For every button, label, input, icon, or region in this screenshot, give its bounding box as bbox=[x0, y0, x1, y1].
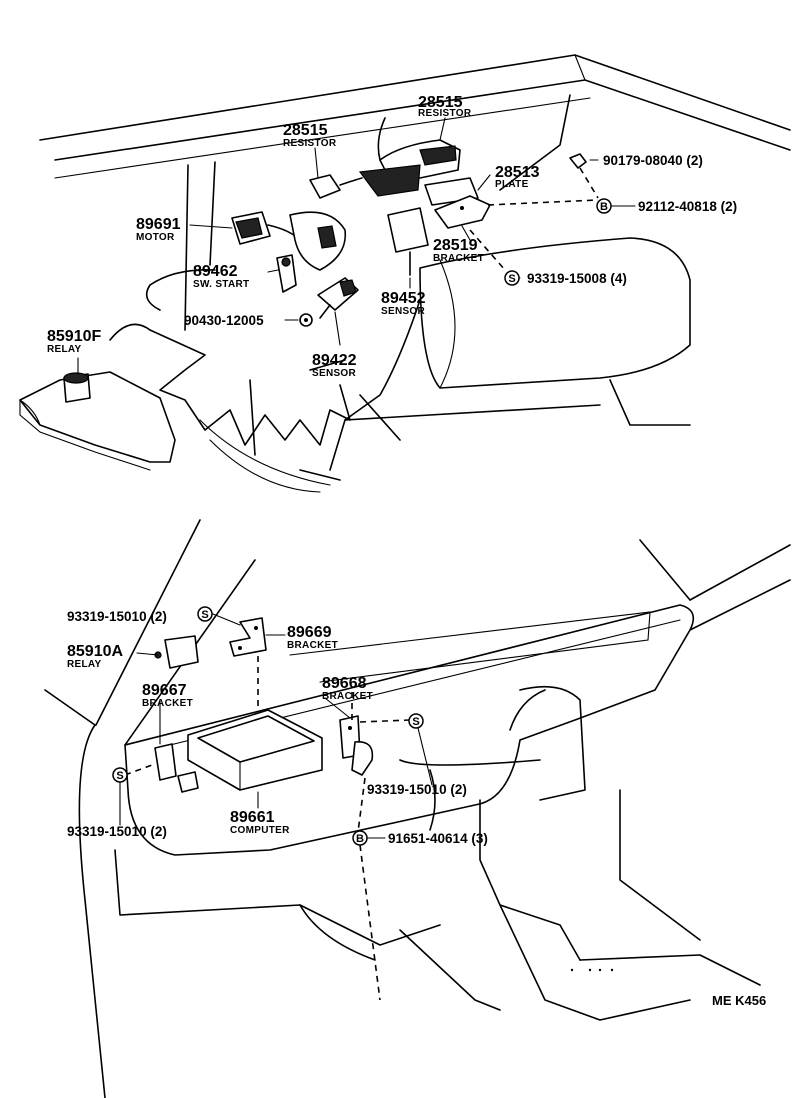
relay-85910a-part bbox=[155, 636, 198, 668]
svg-text:89462: 89462 bbox=[193, 263, 238, 280]
label-plate: 28513 PLATE bbox=[495, 164, 540, 190]
svg-text:S: S bbox=[508, 273, 515, 285]
svg-text:93319-15010 (2): 93319-15010 (2) bbox=[367, 782, 467, 797]
svg-text:89669: 89669 bbox=[287, 624, 332, 641]
label-sensor-89452: 89452 SENSOR bbox=[381, 290, 426, 317]
label-90430: 90430-12005 bbox=[184, 313, 264, 328]
motor-part bbox=[232, 212, 345, 270]
svg-text:S: S bbox=[116, 770, 123, 782]
label-motor: 89691 MOTOR bbox=[136, 216, 181, 243]
engine-compartment-outline bbox=[20, 55, 790, 492]
svg-text:PLATE: PLATE bbox=[495, 179, 529, 190]
label-bracket-89667: 89667 BRACKET bbox=[142, 682, 193, 709]
bottom-leader-lines bbox=[120, 614, 432, 1000]
decorative-dots bbox=[570, 968, 614, 972]
svg-text:89661: 89661 bbox=[230, 809, 275, 826]
svg-text:89452: 89452 bbox=[381, 290, 426, 307]
svg-text:93319-15010 (2): 93319-15010 (2) bbox=[67, 609, 167, 624]
dashboard-outline bbox=[45, 520, 790, 1098]
svg-text:28515: 28515 bbox=[283, 122, 328, 139]
svg-text:B: B bbox=[600, 201, 608, 213]
svg-text:93319-15008 (4): 93319-15008 (4) bbox=[527, 271, 627, 286]
svg-text:90179-08040 (2): 90179-08040 (2) bbox=[603, 153, 703, 168]
svg-text:SW. START: SW. START bbox=[193, 279, 249, 290]
svg-text:89422: 89422 bbox=[312, 352, 357, 369]
svg-text:91651-40614 (3): 91651-40614 (3) bbox=[388, 831, 488, 846]
svg-text:28519: 28519 bbox=[433, 237, 478, 254]
resistor-left-part bbox=[310, 165, 420, 198]
relay-85910f-part bbox=[64, 373, 90, 402]
sensor-89452-part bbox=[388, 208, 428, 275]
svg-text:SENSOR: SENSOR bbox=[312, 368, 357, 379]
nut-90179-part bbox=[570, 154, 586, 168]
svg-text:RELAY: RELAY bbox=[67, 659, 102, 670]
svg-text:S: S bbox=[201, 609, 208, 621]
svg-text:RELAY: RELAY bbox=[47, 344, 82, 355]
svg-text:93319-15010 (2): 93319-15010 (2) bbox=[67, 824, 167, 839]
label-92112: B 92112-40818 (2) bbox=[597, 199, 737, 214]
svg-text:SENSOR: SENSOR bbox=[381, 306, 426, 317]
reference-code: ME K456 bbox=[712, 993, 766, 1008]
label-computer: 89661 COMPUTER bbox=[230, 809, 290, 836]
label-93319-top-left: 93319-15010 (2) S bbox=[67, 607, 212, 624]
svg-text:RESISTOR: RESISTOR bbox=[418, 108, 472, 119]
svg-text:28513: 28513 bbox=[495, 164, 540, 181]
label-93319-bottom-left: S 93319-15010 (2) bbox=[67, 768, 167, 839]
svg-text:90430-12005: 90430-12005 bbox=[184, 313, 264, 328]
svg-text:28515: 28515 bbox=[418, 94, 463, 111]
svg-text:89667: 89667 bbox=[142, 682, 187, 699]
svg-text:BRACKET: BRACKET bbox=[142, 698, 193, 709]
label-93319-15008: S 93319-15008 (4) bbox=[505, 271, 627, 286]
svg-text:89668: 89668 bbox=[322, 675, 367, 692]
svg-text:BRACKET: BRACKET bbox=[322, 691, 373, 702]
label-sw-start: 89462 SW. START bbox=[193, 263, 249, 290]
svg-text:MOTOR: MOTOR bbox=[136, 232, 175, 243]
bracket-89668-part bbox=[340, 716, 372, 775]
label-bracket-89668: 89668 BRACKET bbox=[322, 675, 373, 702]
washer-90430-part bbox=[300, 314, 312, 326]
label-91651: B 91651-40614 (3) bbox=[353, 831, 488, 846]
svg-text:89691: 89691 bbox=[136, 216, 181, 233]
label-relay-85910a: 85910A RELAY bbox=[67, 643, 123, 670]
label-bracket-89669: 89669 BRACKET bbox=[287, 624, 338, 651]
sw-start-part bbox=[277, 255, 296, 292]
svg-text:S: S bbox=[412, 716, 419, 728]
svg-text:B: B bbox=[356, 833, 364, 845]
svg-text:85910A: 85910A bbox=[67, 643, 123, 660]
label-sensor-89422: 89422 SENSOR bbox=[312, 352, 357, 379]
svg-text:BRACKET: BRACKET bbox=[287, 640, 338, 651]
label-relay-85910f: 85910F RELAY bbox=[47, 328, 101, 355]
sensor-89422-part bbox=[318, 278, 358, 318]
label-bracket-28519: 28519 BRACKET bbox=[433, 237, 484, 264]
label-90179: 90179-08040 (2) bbox=[603, 153, 703, 168]
label-93319-right: S 93319-15010 (2) bbox=[367, 714, 467, 797]
svg-text:COMPUTER: COMPUTER bbox=[230, 825, 290, 836]
computer-part bbox=[188, 710, 322, 790]
label-resistor-top: 28515 RESISTOR bbox=[418, 94, 472, 119]
bracket-28519-part bbox=[435, 196, 490, 228]
svg-text:RESISTOR: RESISTOR bbox=[283, 138, 337, 149]
label-resistor-left: 28515 RESISTOR bbox=[283, 122, 337, 149]
svg-text:85910F: 85910F bbox=[47, 328, 101, 345]
bracket-89667-part bbox=[155, 744, 198, 792]
svg-text:92112-40818 (2): 92112-40818 (2) bbox=[638, 199, 737, 214]
svg-text:BRACKET: BRACKET bbox=[433, 253, 484, 264]
bracket-89669-part bbox=[230, 618, 266, 656]
